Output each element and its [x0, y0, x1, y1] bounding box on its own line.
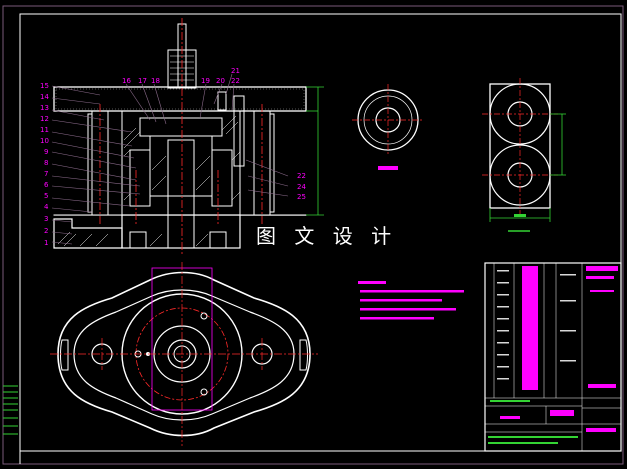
- double-ring-view: [482, 78, 566, 232]
- title-block: [484, 262, 622, 452]
- part-number: 9: [44, 148, 48, 156]
- drawing-frame: [2, 5, 624, 465]
- part-number: 14: [40, 93, 49, 101]
- part-numbers-left: 15 14 13 12 11 10 9 8 7 6 5 4 3 2 1: [40, 82, 49, 247]
- part-numbers-right: 22 24 25: [297, 172, 306, 201]
- part-number: 22: [231, 77, 240, 85]
- technical-notes: [358, 281, 464, 320]
- part-number: 8: [44, 159, 48, 167]
- part-number: 15: [40, 82, 49, 90]
- section-view: [53, 18, 324, 256]
- part-number: 20: [216, 77, 225, 85]
- part-number: 1: [44, 239, 48, 247]
- part-number: 7: [44, 170, 48, 178]
- part-number: 22: [297, 172, 306, 180]
- part-number: 6: [44, 181, 49, 189]
- part-number: 18: [151, 77, 160, 85]
- part-number: 11: [40, 126, 49, 134]
- flange-top-view: [50, 262, 318, 446]
- ring-view: [352, 84, 424, 170]
- leader-lines-left: [51, 85, 141, 245]
- part-number: 19: [201, 77, 210, 85]
- leader-lines-top: [125, 73, 289, 197]
- margin-strip: [3, 385, 18, 435]
- part-number: 5: [44, 192, 48, 200]
- part-number: 17: [138, 77, 147, 85]
- part-number: 12: [40, 115, 49, 123]
- part-numbers-top: 16 17 18 19 20 21 22: [122, 67, 240, 85]
- part-number: 3: [44, 215, 48, 223]
- part-number: 24: [297, 183, 306, 191]
- watermark: 图 文 设 计: [254, 224, 400, 248]
- part-number: 13: [40, 104, 49, 112]
- part-number: 4: [44, 203, 49, 211]
- part-number: 2: [44, 227, 48, 235]
- part-number: 25: [297, 193, 306, 201]
- part-number: 16: [122, 77, 131, 85]
- part-number: 10: [40, 137, 49, 145]
- part-number: 21: [231, 67, 240, 75]
